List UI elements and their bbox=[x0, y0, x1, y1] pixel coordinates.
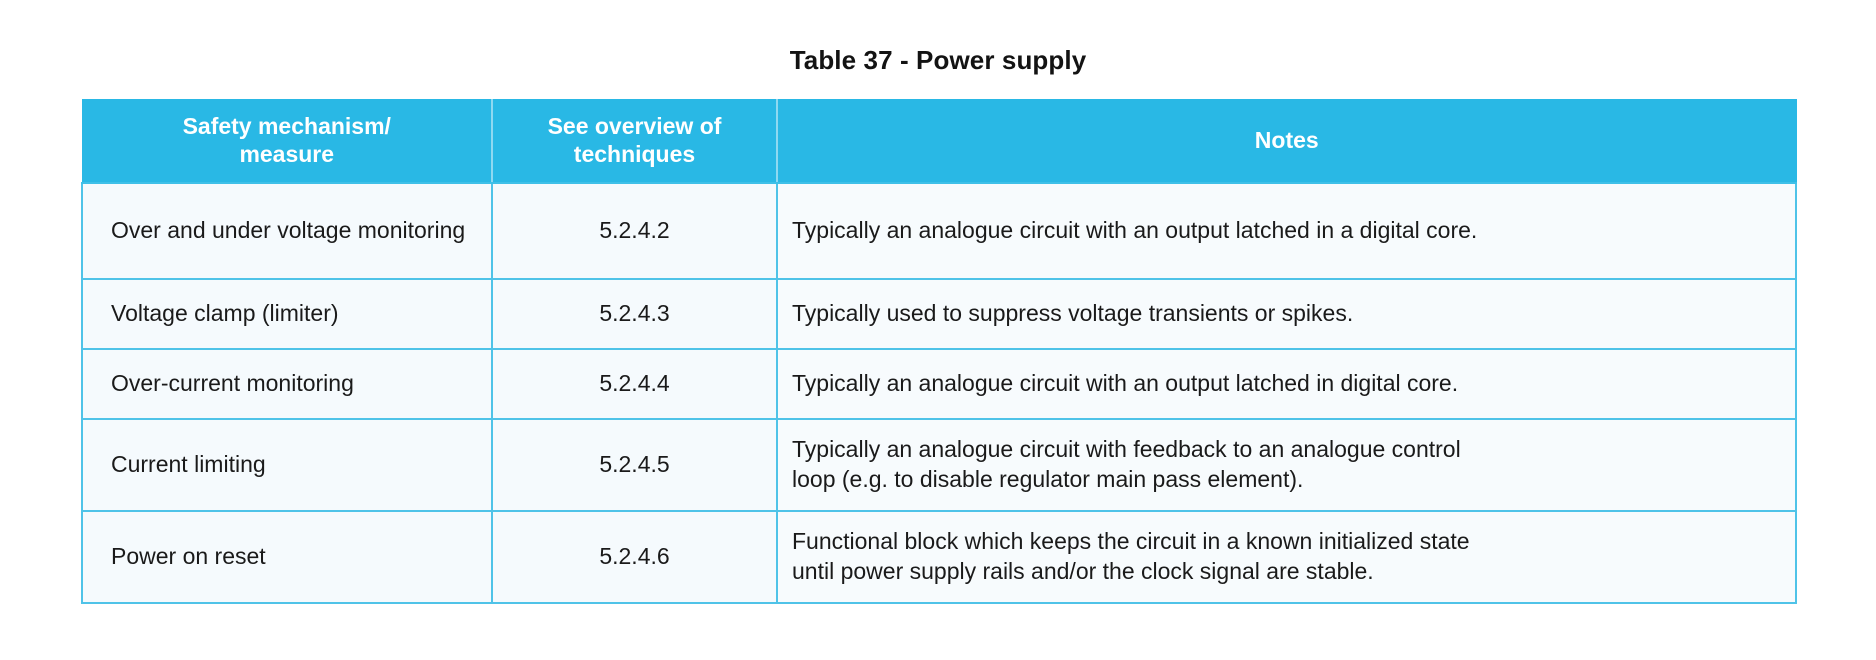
cell-technique-reference: 5.2.4.4 bbox=[491, 348, 778, 421]
cell-safety-mechanism: Over and under voltage monitoring bbox=[81, 182, 493, 281]
table-body: Over and under voltage monitoring 5.2.4.… bbox=[81, 182, 1797, 605]
cell-notes: Typically an analogue circuit with an ou… bbox=[776, 182, 1797, 281]
table-header-row: Safety mechanism/ measure See overview o… bbox=[81, 99, 1797, 185]
cell-notes-line1: Functional block which keeps the circuit… bbox=[792, 528, 1470, 555]
cell-notes-line1: Typically an analogue circuit with an ou… bbox=[792, 217, 1478, 244]
power-supply-table: Safety mechanism/ measure See overview o… bbox=[81, 99, 1797, 605]
cell-safety-mechanism: Current limiting bbox=[81, 418, 493, 513]
cell-safety-mechanism: Over-current monitoring bbox=[81, 348, 493, 421]
table-header: Safety mechanism/ measure See overview o… bbox=[81, 99, 1797, 185]
table-row: Current limiting 5.2.4.5 Typically an an… bbox=[81, 418, 1797, 513]
cell-notes-line1: Typically used to suppress voltage trans… bbox=[792, 300, 1354, 327]
cell-technique-reference: 5.2.4.6 bbox=[491, 510, 778, 605]
table-title: Table 37 - Power supply bbox=[789, 45, 1087, 75]
cell-safety-mechanism: Voltage clamp (limiter) bbox=[81, 278, 493, 351]
column-header-safety-mechanism-line1: Safety mechanism/ bbox=[182, 113, 391, 139]
column-header-see-overview-of-techniques: See overview of techniques bbox=[491, 99, 778, 185]
cell-notes-line1: Typically an analogue circuit with feedb… bbox=[792, 436, 1461, 463]
cell-technique-reference: 5.2.4.3 bbox=[491, 278, 778, 351]
cell-notes: Typically an analogue circuit with feedb… bbox=[776, 418, 1797, 513]
cell-notes-line2: until power supply rails and/or the cloc… bbox=[792, 558, 1374, 585]
table-container: Safety mechanism/ measure See overview o… bbox=[81, 99, 1797, 605]
column-header-techniques-line1: See overview of bbox=[547, 113, 722, 139]
cell-technique-reference: 5.2.4.2 bbox=[491, 182, 778, 281]
cell-technique-reference: 5.2.4.5 bbox=[491, 418, 778, 513]
table-row: Over-current monitoring 5.2.4.4 Typicall… bbox=[81, 348, 1797, 421]
cell-notes: Typically used to suppress voltage trans… bbox=[776, 278, 1797, 351]
table-row: Over and under voltage monitoring 5.2.4.… bbox=[81, 182, 1797, 281]
table-row: Voltage clamp (limiter) 5.2.4.3 Typicall… bbox=[81, 278, 1797, 351]
cell-notes-line1: Typically an analogue circuit with an ou… bbox=[792, 370, 1459, 397]
cell-notes-line2: loop (e.g. to disable regulator main pas… bbox=[792, 466, 1304, 493]
column-header-techniques-line2: techniques bbox=[573, 141, 696, 168]
cell-safety-mechanism: Power on reset bbox=[81, 510, 493, 605]
cell-notes: Typically an analogue circuit with an ou… bbox=[776, 348, 1797, 421]
column-header-notes: Notes bbox=[776, 99, 1797, 185]
cell-notes: Functional block which keeps the circuit… bbox=[776, 510, 1797, 605]
table-row: Power on reset 5.2.4.6 Functional block … bbox=[81, 510, 1797, 605]
column-header-safety-mechanism-line2: measure bbox=[239, 141, 335, 168]
column-header-safety-mechanism: Safety mechanism/ measure bbox=[81, 99, 493, 185]
